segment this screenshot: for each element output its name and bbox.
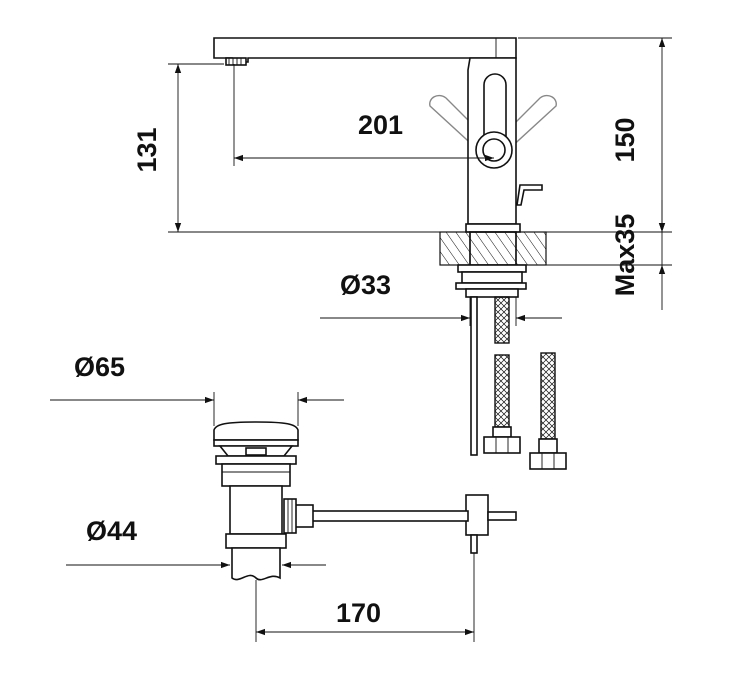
fixing-nut (461, 271, 523, 284)
pop-up-rod (516, 184, 543, 206)
flex-hose-right (529, 352, 567, 470)
dim-total-height: 150 (518, 37, 672, 233)
dim-waste-top: Ø65 (50, 352, 344, 426)
dim-201-label: 201 (358, 110, 403, 140)
dim-o65-label: Ø65 (74, 352, 125, 382)
dim-spout-reach: 201 (233, 64, 494, 166)
pull-rod (470, 296, 478, 456)
dim-tap-hole: Ø33 (320, 270, 562, 326)
waste-body (221, 463, 291, 487)
waste-cap (213, 421, 299, 441)
spout (213, 37, 517, 63)
dim-o44-label: Ø44 (86, 516, 137, 546)
fixing-set (455, 264, 527, 298)
counter-section (439, 231, 547, 266)
waste-flange (215, 455, 297, 465)
dim-waste-body: Ø44 (66, 516, 326, 569)
counter-hatch-left (439, 231, 471, 266)
dim-spout-height: 131 (132, 63, 440, 233)
dim-o33-label: Ø33 (340, 270, 391, 300)
flex-hose-left (483, 296, 521, 454)
dim-150-label: 150 (610, 117, 640, 162)
waste-tail (231, 547, 281, 581)
threaded-shank (469, 231, 517, 266)
linkage (465, 494, 517, 554)
pivot-rod (283, 498, 469, 534)
aerator (225, 57, 247, 66)
waste-valve (213, 421, 299, 581)
dim-170-label: 170 (336, 598, 381, 628)
base-collar (465, 223, 521, 233)
faucet (213, 37, 557, 233)
dim-waste-distance: 170 (255, 553, 475, 642)
washer (457, 264, 527, 273)
lock-ring (455, 282, 527, 290)
counter-hatch-right (515, 231, 547, 266)
dim-deck-thickness: Max35 (546, 200, 672, 310)
dim-131-label: 131 (132, 127, 162, 172)
dim-max35-label: Max35 (610, 214, 640, 297)
